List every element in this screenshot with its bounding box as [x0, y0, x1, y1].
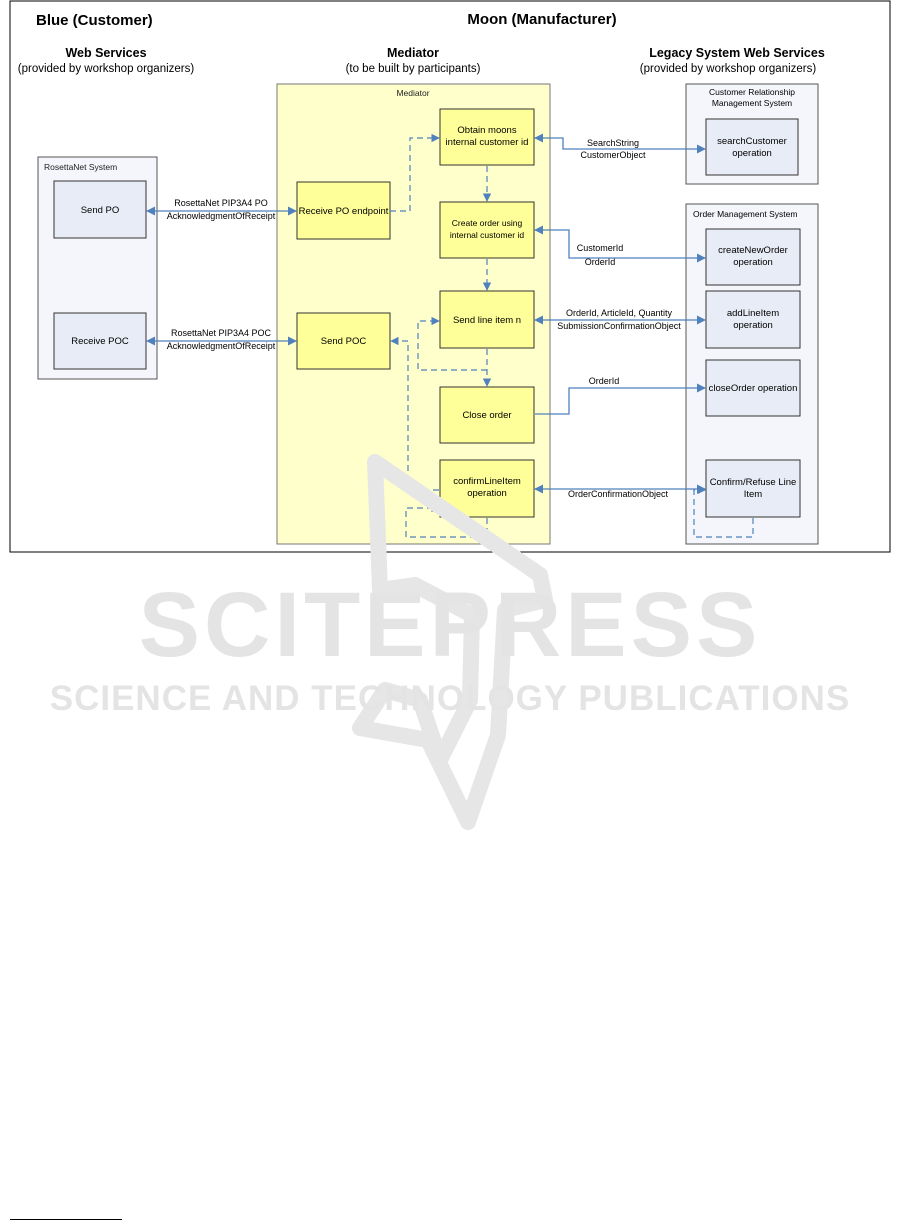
create-order-line2: internal customer id: [450, 230, 524, 240]
order-management-system-title: Order Management System: [693, 209, 797, 219]
search-message-line1: SearchString: [587, 138, 639, 148]
close-order-arrow: [535, 383, 706, 415]
close-order-box: [439, 386, 535, 444]
close-order-label: Close order: [462, 410, 511, 421]
flow-loop-back-to-send: [417, 316, 487, 371]
confirm-refuse-line2: Item: [744, 489, 763, 500]
poc-message-line2: AcknowledgmentOfReceipt: [167, 341, 276, 351]
mediator-container-title: Mediator: [396, 88, 429, 98]
header-moon-manufacturer: Moon (Manufacturer): [467, 11, 616, 28]
create-order-line1: Create order using: [452, 218, 523, 228]
search-customer-line2: operation: [732, 148, 772, 159]
close-message-label: OrderId: [589, 376, 620, 386]
mediation-diagram: Blue (Customer) Moon (Manufacturer) Web …: [9, 0, 891, 553]
receive-po-endpoint-label: Receive PO endpoint: [299, 206, 389, 217]
watermark-name: SCITEPRESS: [139, 574, 762, 676]
rosettanet-system-title: RosettaNet System: [44, 162, 117, 172]
search-message-line2: CustomerObject: [580, 150, 646, 160]
create-new-order-line1: createNewOrder: [718, 245, 788, 256]
search-customer-line1: searchCustomer: [717, 136, 787, 147]
create-new-order-arrow: [534, 225, 706, 263]
receive-po-endpoint-box: [296, 181, 391, 240]
send-line-item-label: Send line item n: [453, 315, 521, 326]
send-line-item-box: [439, 290, 535, 349]
column-subtitle-web-services: (provided by workshop organizers): [18, 63, 195, 75]
obtain-customer-id-line1: Obtain moons: [457, 125, 516, 136]
create-message-line1: CustomerId: [577, 243, 624, 253]
confirm-message-label: OrderConfirmationObject: [568, 489, 669, 499]
column-title-mediator: Mediator: [387, 46, 439, 60]
send-po-label: Send PO: [81, 205, 120, 216]
send-poc-label: Send POC: [321, 336, 367, 347]
create-order-box: [439, 201, 535, 259]
watermark-tagline: SCIENCE AND TECHNOLOGY PUBLICATIONS: [50, 679, 851, 718]
send-po-box: [53, 180, 147, 239]
add-line-item-box: [705, 290, 801, 349]
add-line-message-line1: OrderId, ArticleId, Quantity: [566, 308, 673, 318]
search-customer-box: [705, 118, 799, 176]
add-line-item-line2: operation: [733, 320, 773, 331]
column-subtitle-legacy: (provided by workshop organizers): [640, 63, 817, 75]
crm-system-title-line1: Customer Relationship: [709, 87, 795, 97]
send-poc-box: [296, 312, 391, 370]
confirm-line-item-line1: confirmLineItem: [453, 476, 521, 487]
create-message-line2: OrderId: [585, 257, 616, 267]
confirm-line-item-box: [439, 459, 535, 518]
receive-poc-box: [53, 312, 147, 370]
scitepress-watermark: SCITEPRESS SCIENCE AND TECHNOLOGY PUBLIC…: [50, 454, 851, 830]
crm-system-title-line2: Management System: [712, 98, 792, 108]
add-line-message-line2: SubmissionConfirmationObject: [557, 321, 681, 331]
po-message-line1: RosettaNet PIP3A4 PO: [174, 198, 268, 208]
column-subtitle-mediator: (to be built by participants): [346, 63, 481, 75]
create-new-order-line2: operation: [733, 257, 773, 268]
watermark-logo-icon: [352, 454, 553, 830]
obtain-customer-id-box: [439, 108, 535, 166]
po-message-line2: AcknowledgmentOfReceipt: [167, 211, 276, 221]
receive-poc-label: Receive POC: [71, 336, 129, 347]
search-customer-arrow: [534, 133, 706, 154]
add-line-item-line1: addLineItem: [727, 308, 779, 319]
confirm-refuse-line-item-box: [705, 459, 801, 518]
create-new-order-box: [705, 228, 801, 286]
column-title-legacy: Legacy System Web Services: [649, 46, 825, 60]
close-order-operation-label: closeOrder operation: [709, 383, 798, 394]
flow-oms-confirm-loop: [693, 485, 754, 538]
header-blue-customer: Blue (Customer): [36, 12, 153, 29]
flow-receive-to-obtain: [390, 133, 440, 212]
footnote-rule: [10, 1219, 122, 1220]
poc-message-line1: RosettaNet PIP3A4 POC: [171, 328, 272, 338]
confirm-line-item-line2: operation: [467, 488, 507, 499]
obtain-customer-id-line2: internal customer id: [446, 137, 529, 148]
confirm-refuse-line1: Confirm/Refuse Line: [710, 477, 797, 488]
column-title-web-services: Web Services: [65, 46, 146, 60]
close-order-operation-box: [705, 359, 801, 417]
